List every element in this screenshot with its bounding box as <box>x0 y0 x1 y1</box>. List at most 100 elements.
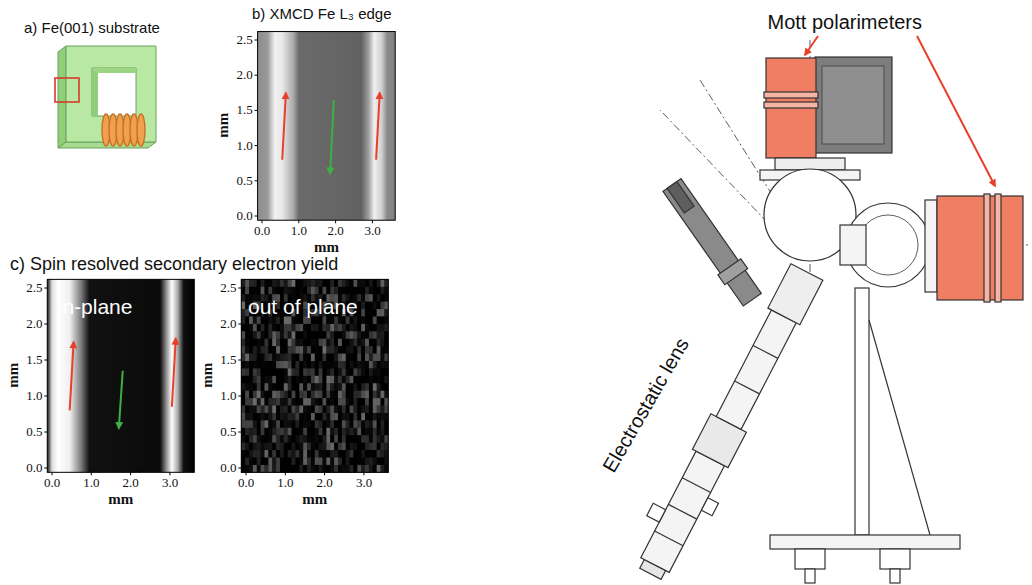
noise-pixel <box>261 279 265 287</box>
noise-pixel <box>253 376 257 384</box>
noise-pixel <box>295 435 299 443</box>
noise-pixel <box>357 354 361 362</box>
noise-pixel <box>295 354 299 362</box>
noise-pixel <box>268 443 272 451</box>
noise-pixel <box>319 450 323 458</box>
noise-pixel <box>292 331 296 339</box>
noise-pixel <box>280 443 284 451</box>
noise-pixel <box>276 443 280 451</box>
noise-pixel <box>326 443 330 451</box>
noise-pixel <box>245 331 249 339</box>
noise-pixel <box>292 465 296 473</box>
noise-pixel <box>315 457 319 465</box>
noise-pixel <box>357 316 361 324</box>
noise-pixel <box>334 368 338 376</box>
noise-pixel <box>280 413 284 421</box>
noise-pixel <box>373 279 377 287</box>
noise-pixel <box>295 398 299 406</box>
noise-pixel <box>346 465 350 473</box>
noise-pixel <box>323 413 327 421</box>
noise-pixel <box>303 376 307 384</box>
noise-pixel <box>326 465 330 473</box>
noise-pixel <box>357 339 361 347</box>
noise-pixel <box>268 406 272 414</box>
noise-pixel <box>284 465 288 473</box>
noise-pixel <box>264 457 268 465</box>
noise-pixel <box>245 376 249 384</box>
noise-pixel <box>264 465 268 473</box>
noise-pixel <box>253 324 257 332</box>
noise-pixel <box>381 457 385 465</box>
noise-pixel <box>361 346 365 354</box>
noise-pixel <box>350 361 354 369</box>
noise-pixel <box>369 294 373 302</box>
noise-pixel <box>365 376 369 384</box>
noise-pixel <box>330 279 334 287</box>
noise-pixel <box>241 294 245 302</box>
noise-pixel <box>292 406 296 414</box>
noise-pixel <box>292 420 296 428</box>
noise-pixel <box>350 346 354 354</box>
noise-pixel <box>315 406 319 414</box>
drawing-part <box>668 504 696 519</box>
tick-label: 2.0 <box>237 68 253 82</box>
noise-pixel <box>241 391 245 399</box>
noise-pixel <box>357 302 361 310</box>
noise-pixel <box>292 354 296 362</box>
noise-pixel <box>353 450 357 458</box>
drawing-part <box>984 194 990 302</box>
noise-pixel <box>350 331 354 339</box>
noise-pixel <box>272 391 276 399</box>
noise-pixel <box>377 316 381 324</box>
noise-pixel <box>369 420 373 428</box>
noise-pixel <box>264 346 268 354</box>
noise-pixel <box>276 457 280 465</box>
noise-pixel <box>292 398 296 406</box>
noise-pixel <box>381 465 385 473</box>
noise-pixel <box>245 361 249 369</box>
noise-pixel <box>245 339 249 347</box>
noise-pixel <box>361 391 365 399</box>
noise-pixel <box>346 435 350 443</box>
noise-pixel <box>330 391 334 399</box>
noise-pixel <box>377 391 381 399</box>
tick-label: 2.0 <box>328 224 344 238</box>
noise-pixel <box>338 413 342 421</box>
drawing-part <box>238 396 241 397</box>
noise-pixel <box>323 406 327 414</box>
noise-pixel <box>369 339 373 347</box>
noise-pixel <box>334 331 338 339</box>
noise-pixel <box>284 420 288 428</box>
noise-pixel <box>292 324 296 332</box>
noise-pixel <box>330 316 334 324</box>
noise-pixel <box>257 376 261 384</box>
noise-pixel <box>369 287 373 295</box>
noise-pixel <box>342 465 346 473</box>
noise-pixel <box>334 465 338 473</box>
noise-pixel <box>319 361 323 369</box>
noise-pixel <box>261 339 265 347</box>
noise-pixel <box>307 391 311 399</box>
noise-pixel <box>257 383 261 391</box>
tick-label: 0.0 <box>238 476 254 490</box>
tick-label: 1.0 <box>26 389 42 403</box>
noise-pixel <box>284 324 288 332</box>
noise-pixel <box>272 361 276 369</box>
noise-pixel <box>268 316 272 324</box>
noise-pixel <box>350 391 354 399</box>
noise-pixel <box>357 361 361 369</box>
noise-pixel <box>245 287 249 295</box>
noise-pixel <box>323 376 327 384</box>
noise-pixel <box>377 457 381 465</box>
noise-pixel <box>346 413 350 421</box>
noise-pixel <box>350 354 354 362</box>
noise-pixel <box>361 287 365 295</box>
noise-pixel <box>241 361 245 369</box>
noise-pixel <box>295 383 299 391</box>
noise-pixel <box>295 346 299 354</box>
noise-pixel <box>369 413 373 421</box>
noise-pixel <box>365 309 369 317</box>
noise-pixel <box>338 428 342 436</box>
noise-pixel <box>292 413 296 421</box>
noise-pixel <box>323 420 327 428</box>
